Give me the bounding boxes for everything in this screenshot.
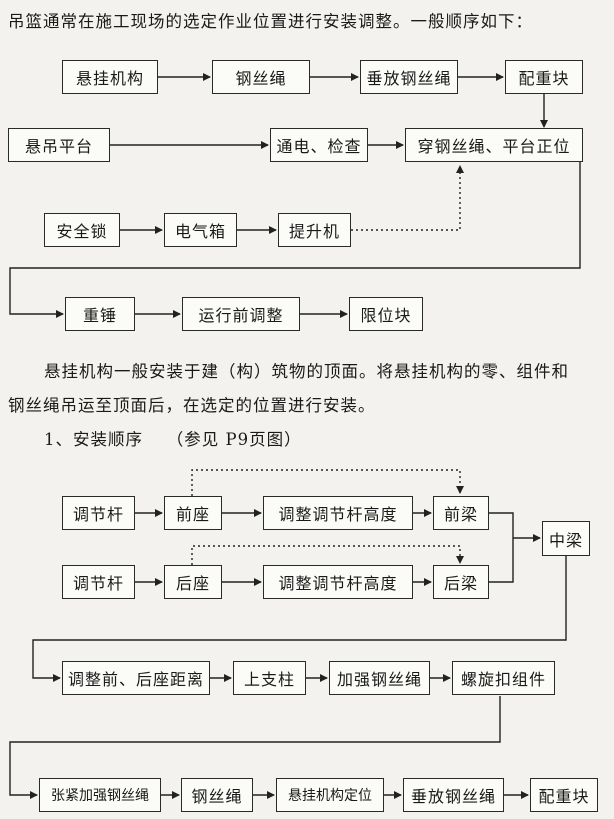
box-rear-base: 后座 (164, 565, 222, 599)
box-lower-wire-rope-2: 垂放钢丝绳 (403, 778, 504, 812)
intro-text: 吊篮通常在施工现场的选定作业位置进行安装调整。一般顺序如下： (8, 12, 533, 31)
box-hoist: 提升机 (278, 213, 351, 247)
box-suspension-positioning: 悬挂机构定位 (276, 778, 384, 812)
box-suspended-platform: 悬吊平台 (8, 128, 110, 162)
box-adjust-height-1: 调整调节杆高度 (263, 496, 413, 530)
box-lower-wire-rope: 垂放钢丝绳 (360, 60, 458, 94)
box-power-check: 通电、检查 (270, 128, 368, 162)
box-suspension-mechanism: 悬挂机构 (62, 60, 158, 94)
box-turnbuckle: 螺旋扣组件 (452, 661, 555, 695)
box-limit-block: 限位块 (349, 297, 423, 331)
box-reinforce-rope: 加强钢丝绳 (329, 661, 430, 695)
box-front-base: 前座 (164, 496, 222, 530)
box-wire-rope: 钢丝绳 (212, 60, 310, 94)
section-heading: 1、安装顺序 （参见 P9页图） (44, 430, 302, 449)
box-adjust-height-2: 调整调节杆高度 (263, 565, 413, 599)
box-wire-rope-2: 钢丝绳 (181, 778, 253, 812)
box-heavy-hammer: 重锤 (65, 297, 135, 331)
box-middle-beam: 中梁 (542, 521, 590, 556)
box-pre-run-adjust: 运行前调整 (182, 297, 300, 331)
box-upper-pillar: 上支柱 (233, 661, 306, 695)
box-adjust-distance: 调整前、后座距离 (62, 661, 210, 695)
box-rear-beam: 后梁 (433, 565, 489, 599)
box-electric-box: 电气箱 (164, 213, 237, 247)
box-counterweight: 配重块 (505, 60, 583, 94)
paragraph-line-1: 悬挂机构一般安装于建（构）筑物的顶面。将悬挂机构的零、组件和 (44, 362, 569, 381)
box-safety-lock: 安全锁 (44, 213, 120, 247)
box-thread-rope-position: 穿钢丝绳、平台正位 (405, 128, 583, 162)
paragraph-line-2: 钢丝绳吊运至顶面后，在选定的位置进行安装。 (8, 396, 376, 415)
box-front-beam: 前梁 (433, 496, 489, 530)
box-adjust-rod-2: 调节杆 (62, 565, 135, 599)
box-tension-reinforce-rope: 张紧加强钢丝绳 (39, 778, 161, 812)
box-counterweight-2: 配重块 (530, 778, 598, 812)
box-adjust-rod-1: 调节杆 (62, 496, 135, 530)
